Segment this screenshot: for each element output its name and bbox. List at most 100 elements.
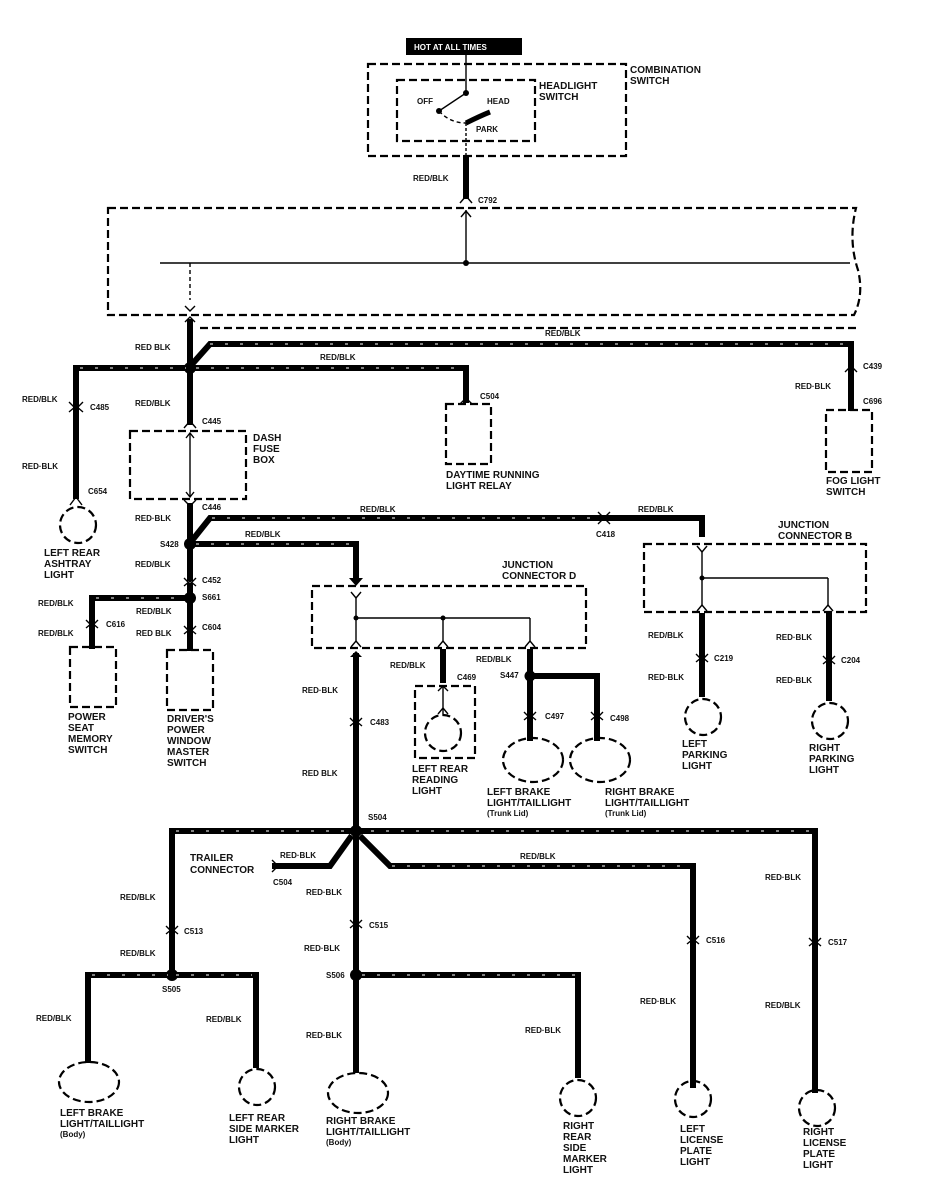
connector-c446: C446	[202, 503, 222, 512]
component-label: SEAT	[68, 723, 94, 734]
component-label: LIGHT	[229, 1135, 259, 1146]
wire-label: RED/BLK	[135, 399, 171, 408]
wire-label: RED/BLK	[120, 893, 156, 902]
power-source-badge	[406, 38, 522, 55]
wire-label: RED·BLK	[135, 514, 171, 523]
left-parking-light-bulb	[683, 697, 723, 737]
component-label: LIGHT	[803, 1160, 833, 1171]
splice-s661-label: S661	[202, 593, 221, 602]
connector-c469: C469	[457, 673, 477, 682]
splice-s504-label: S504	[368, 813, 387, 822]
component-label: POWER	[68, 712, 107, 723]
left-brake-light-trunk-bulb	[501, 736, 565, 784]
wire-label: RED/BLK	[22, 395, 58, 404]
fuse-box-label-3: BOX	[253, 455, 275, 466]
wire-label: RED/BLK	[390, 661, 426, 670]
component-label: WINDOW	[167, 736, 211, 747]
connector-c696: C696	[863, 397, 883, 406]
component-label: SIDE	[563, 1143, 587, 1154]
connector-c504-trailer: C504	[273, 878, 293, 887]
wire-label: RED·BLK	[648, 673, 684, 682]
fog-light-switch-box	[824, 408, 874, 474]
connector-c792: C792	[478, 196, 498, 205]
connector-c483: C483	[370, 718, 390, 727]
component-label: LICENSE	[803, 1138, 847, 1149]
splice-s505-label: S505	[162, 985, 181, 994]
wire-label: RED/BLK	[38, 629, 74, 638]
fuse-box-label-1: DASH	[253, 433, 281, 444]
switch-contact	[464, 109, 491, 126]
right-brake-light-body-bulb	[326, 1071, 390, 1115]
wire-label: RED·BLK	[304, 944, 340, 953]
connector-c485: C485	[90, 403, 110, 412]
wire-label: RED/BLK	[206, 1015, 242, 1024]
right-parking-light-bulb	[810, 701, 850, 741]
trailer-connector-label-1: TRAILER	[190, 853, 234, 864]
connector-c513: C513	[184, 927, 204, 936]
connector-c204: C204	[841, 656, 861, 665]
component-label: LIGHT/TAILLIGHT	[487, 798, 571, 809]
splice-s428-label: S428	[160, 540, 179, 549]
connector-c439: C439	[863, 362, 883, 371]
wire-label: RED/BLK	[520, 852, 556, 861]
component-label: LEFT REAR	[412, 764, 469, 775]
switch-pos-off: OFF	[417, 97, 433, 106]
component-label: LIGHT	[563, 1165, 593, 1176]
component-label: LEFT	[680, 1124, 705, 1135]
power-seat-memory-switch-box	[68, 645, 118, 709]
power-source-label: HOT AT ALL TIMES	[414, 43, 488, 52]
wire-label: RED/BLK	[245, 530, 281, 539]
component-label: LIGHT	[412, 786, 442, 797]
wire-label: RED/BLK	[648, 631, 684, 640]
component-label: SIDE MARKER	[229, 1124, 300, 1135]
component-label: LICENSE	[680, 1135, 724, 1146]
component-label: (Body)	[326, 1138, 352, 1147]
junction-connector-b-box	[642, 542, 868, 614]
connector-c452: C452	[202, 576, 222, 585]
connector-c654: C654	[88, 487, 108, 496]
right-brake-light-trunk-bulb	[568, 736, 632, 784]
component-label: LIGHT/TAILLIGHT	[605, 798, 689, 809]
wire-label: RED/BLK	[360, 505, 396, 514]
component-label: (Trunk Lid)	[605, 809, 647, 818]
component-label: RIGHT BRAKE	[326, 1116, 396, 1127]
wire-label: RED BLK	[136, 629, 172, 638]
component-label: DRIVER'S	[167, 714, 214, 725]
dash-fuse-box	[128, 429, 248, 501]
component-label: LEFT BRAKE	[60, 1108, 124, 1119]
component-label: LEFT REAR	[44, 548, 101, 559]
component-label: SWITCH	[167, 758, 206, 769]
component-label: LIGHT	[682, 761, 712, 772]
component-label: SWITCH	[68, 745, 107, 756]
wire-label: RED/BLK	[545, 329, 581, 338]
drivers-power-window-master-switch-box	[165, 648, 215, 712]
connector-c445: C445	[202, 417, 222, 426]
wire-label: RED/BLK	[638, 505, 674, 514]
component-label: RIGHT	[563, 1121, 594, 1132]
connector-c516: C516	[706, 936, 726, 945]
wire-label: RED/BLK	[320, 353, 356, 362]
junction-connector-d-box	[310, 584, 588, 650]
component-label: MASTER	[167, 747, 210, 758]
wire-label: RED·BLK	[306, 1031, 342, 1040]
wire-label: RED BLK	[302, 769, 338, 778]
wire-label: RED/BLK	[135, 560, 171, 569]
wire-label: RED·BLK	[302, 686, 338, 695]
combination-switch-box	[366, 62, 628, 158]
left-brake-light-body-bulb	[57, 1060, 121, 1104]
connector-c497: C497	[545, 712, 565, 721]
connector-c504-drl: C504	[480, 392, 500, 401]
component-label: LIGHT/TAILLIGHT	[60, 1119, 144, 1130]
wire-label: RED/BLK	[413, 174, 449, 183]
wire-label: RED·BLK	[795, 382, 831, 391]
splice-s506-label: S506	[326, 971, 345, 980]
component-label: FOG LIGHT	[826, 476, 880, 487]
left-rear-reading-light-bulb	[423, 713, 463, 753]
wire-label: RED/BLK	[136, 607, 172, 616]
wire-label: RED·BLK	[22, 462, 58, 471]
left-rear-side-marker-light-bulb	[237, 1067, 277, 1107]
component-label: PLATE	[803, 1149, 835, 1160]
component-label: MEMORY	[68, 734, 113, 745]
component-label: MARKER	[563, 1154, 608, 1165]
